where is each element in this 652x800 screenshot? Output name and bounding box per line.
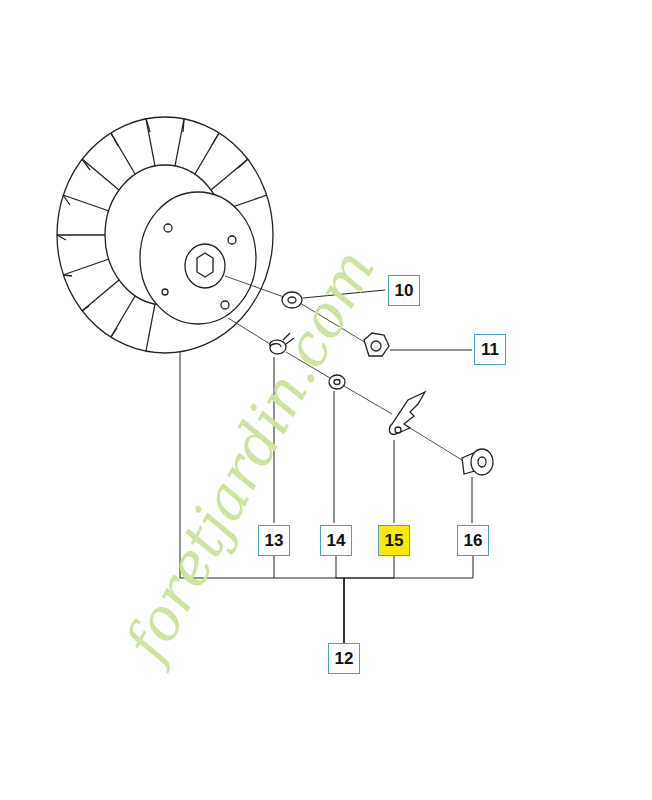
callout-number: 11 — [481, 341, 499, 358]
callout-box: 15 — [378, 525, 410, 556]
callout-box: 13 — [258, 525, 290, 556]
bracket-line — [344, 556, 394, 643]
callout-box: 11 — [474, 334, 506, 365]
bracket-line — [344, 556, 473, 643]
callout-box: 14 — [320, 525, 352, 556]
callout-number: 10 — [395, 282, 414, 299]
callout-box: 10 — [388, 275, 420, 306]
callout-box: 12 — [328, 643, 360, 674]
bracket-line — [336, 556, 344, 643]
callout-number: 12 — [335, 650, 354, 667]
callout-box: 16 — [457, 525, 489, 556]
callout-number: 16 — [464, 532, 483, 549]
callout-number: 14 — [327, 532, 346, 549]
bracket-line — [274, 556, 344, 643]
callout-number: 13 — [265, 532, 284, 549]
callout-number: 15 — [385, 532, 404, 549]
